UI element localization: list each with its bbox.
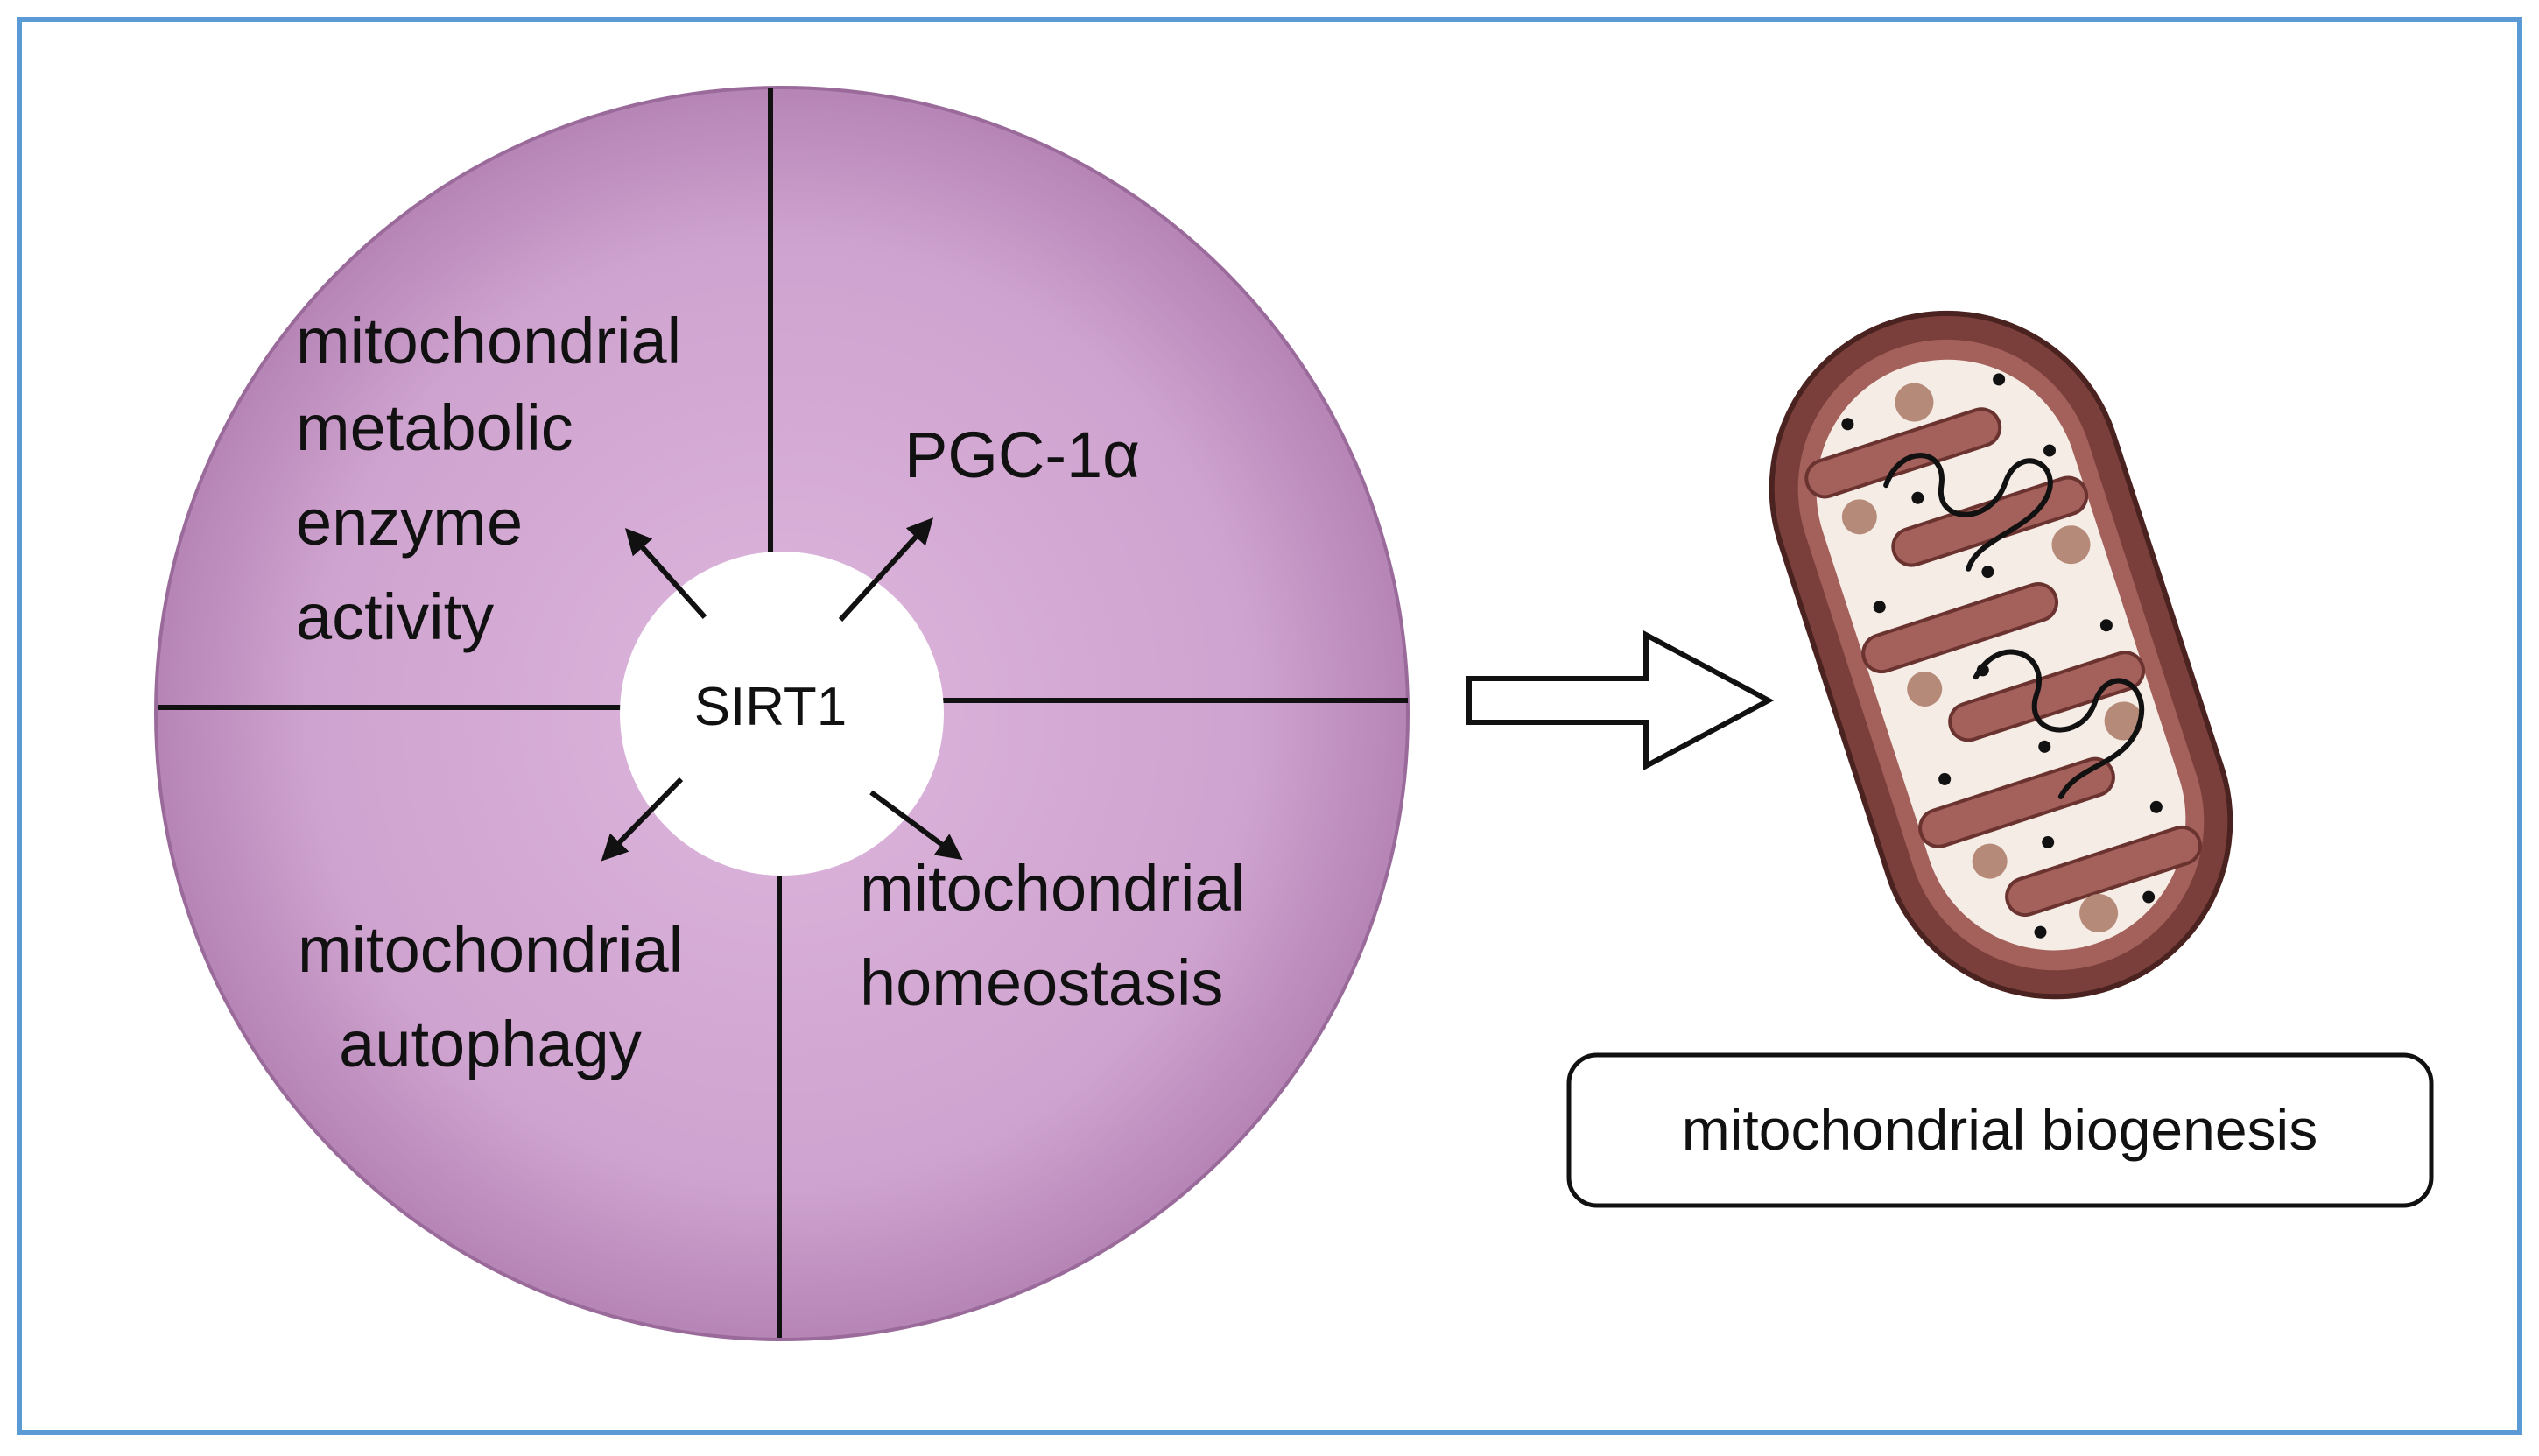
arrow-to-enzyme (625, 528, 707, 619)
outcome-box (1566, 1052, 2434, 1208)
mitochondrion-icon (1769, 310, 2233, 1000)
quadrant-br-line-1: mitochondrial (860, 852, 1245, 925)
arrow-to-autophagy (601, 777, 684, 862)
hollow-right-arrow-icon (1466, 630, 1775, 771)
quadrant-tl-line-4: activity (296, 580, 494, 653)
quadrant-tl-line-3: enzyme (296, 486, 523, 559)
quadrant-tl-line-2: metabolic (296, 391, 573, 464)
arrow-to-homeostasis (869, 790, 963, 861)
outcome-label: mitochondrial biogenesis (1682, 1097, 2317, 1162)
center-label: SIRT1 (694, 677, 848, 737)
quadrant-dividers (158, 88, 1408, 1338)
quadrant-bottom-left: mitochondrial autophagy (298, 913, 683, 1080)
quadrant-top-left: mitochondrial metabolic enzyme activity (296, 305, 681, 653)
quadrant-bl-line-2: autophagy (339, 1008, 642, 1080)
arrow-to-pgc1a (838, 517, 934, 622)
quadrant-tr-label: PGC-1α (904, 419, 1140, 491)
sirt1-arrows (601, 517, 963, 862)
center-circle (620, 552, 944, 876)
quadrant-bottom-right: mitochondrial homeostasis (860, 852, 1245, 1019)
quadrant-tl-line-1: mitochondrial (296, 305, 681, 377)
quadrant-br-line-2: homeostasis (860, 946, 1223, 1019)
quadrant-bl-line-1: mitochondrial (298, 913, 683, 986)
